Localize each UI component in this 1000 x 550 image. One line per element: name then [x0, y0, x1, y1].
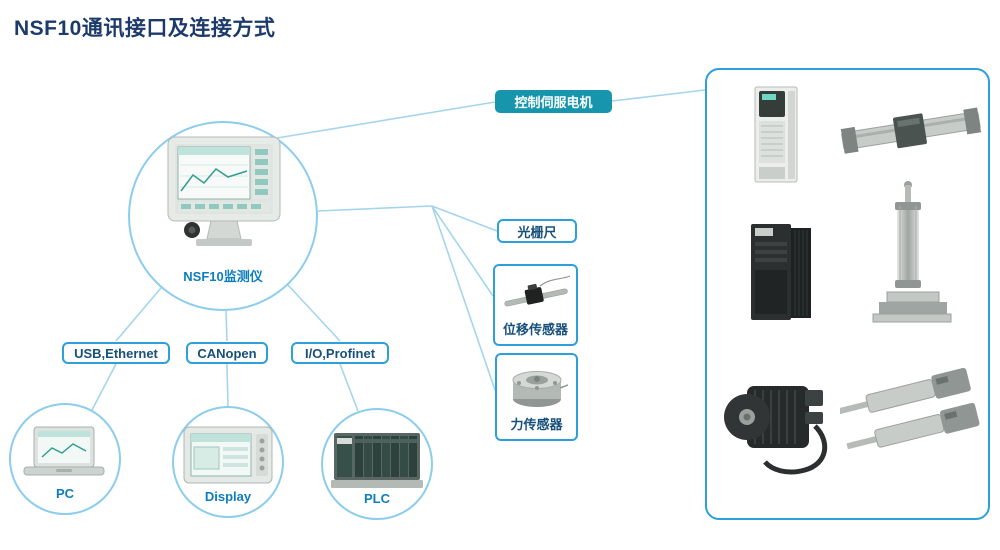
display-node: Display	[172, 406, 284, 518]
interface-box-usb-ethernet: USB,Ethernet	[62, 342, 170, 364]
servo-motor-image	[724, 386, 828, 475]
plc-label: PLC	[364, 491, 390, 506]
grating-scale-box: 光栅尺	[497, 219, 577, 243]
displacement-sensor-label: 位移传感器	[502, 322, 568, 337]
displacement-sensor-card: 位移传感器	[493, 264, 578, 346]
displacement-sensor-image	[503, 275, 570, 307]
linear-actuator-module-image	[840, 107, 982, 154]
force-sensor-card: 力传感器	[495, 353, 578, 441]
load-cell-image	[512, 371, 568, 407]
servo-drive-white-image	[754, 86, 798, 183]
laptop-image	[23, 426, 105, 476]
force-sensor-label: 力传感器	[510, 417, 563, 432]
servo-products-panel	[705, 68, 990, 520]
display-panel-image	[183, 426, 273, 484]
interface-box-canopen: CANopen	[186, 342, 268, 364]
servo-drive-black-image	[751, 224, 811, 320]
plc-rack-image	[331, 433, 423, 488]
nsf10-device-node: NSF10监测仪	[128, 121, 318, 311]
pneumatic-cylinder-image	[872, 181, 952, 323]
servo-control-box: 控制伺服电机	[495, 90, 612, 113]
pc-label: PC	[55, 486, 75, 501]
plc-node: PLC	[321, 408, 433, 520]
nsf10-device-label: NSF10监测仪	[183, 269, 263, 284]
interface-box-io-profinet: I/O,Profinet	[291, 342, 389, 364]
electric-cylinders-image	[840, 367, 980, 450]
pc-node: PC	[9, 403, 121, 515]
nsf10-monitor-image	[167, 136, 281, 246]
display-label: Display	[204, 489, 252, 504]
page-title: NSF10通讯接口及连接方式	[14, 17, 276, 40]
